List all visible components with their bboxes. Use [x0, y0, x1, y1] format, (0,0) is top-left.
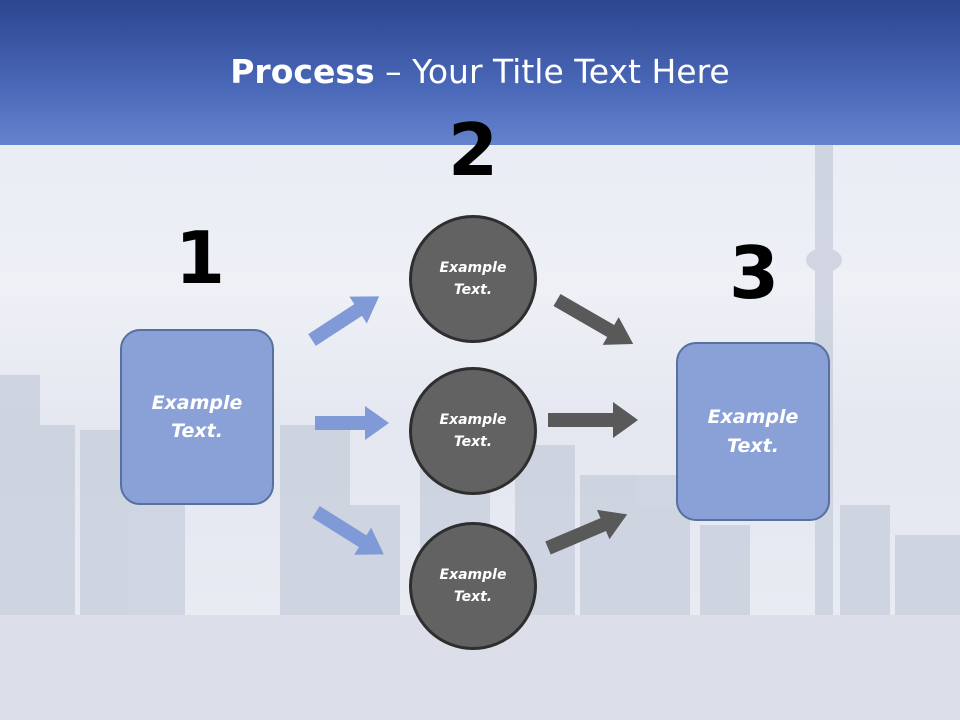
arrow-down-right-gray	[553, 293, 634, 345]
circle-text: Example	[439, 566, 507, 583]
title-bold: Process	[230, 52, 375, 91]
slide-title[interactable]: Process – Your Title Text Here	[0, 52, 960, 91]
title-rest: – Your Title Text Here	[374, 52, 730, 91]
circle-text: Text.	[453, 434, 493, 450]
box-text: Text.	[727, 434, 779, 457]
step-number-3: 3	[728, 231, 780, 315]
circle-text: Example	[439, 259, 507, 276]
step-number-2: 2	[447, 108, 499, 192]
box-text: Text.	[171, 420, 223, 442]
arrow-right-blue	[315, 406, 389, 440]
step-number-1: 1	[174, 216, 226, 300]
circle-text: Example	[439, 411, 507, 428]
arrow-up-right-blue	[308, 296, 380, 346]
box-text: Example	[707, 406, 799, 428]
arrow-right-gray	[548, 402, 638, 438]
circle-text: Text.	[453, 589, 493, 605]
arrow-down-right-blue	[312, 506, 384, 555]
box-text: Example	[151, 391, 243, 414]
arrow-up-right-gray	[545, 509, 628, 555]
title-bar	[0, 0, 960, 145]
circle-text: Text.	[453, 282, 493, 298]
